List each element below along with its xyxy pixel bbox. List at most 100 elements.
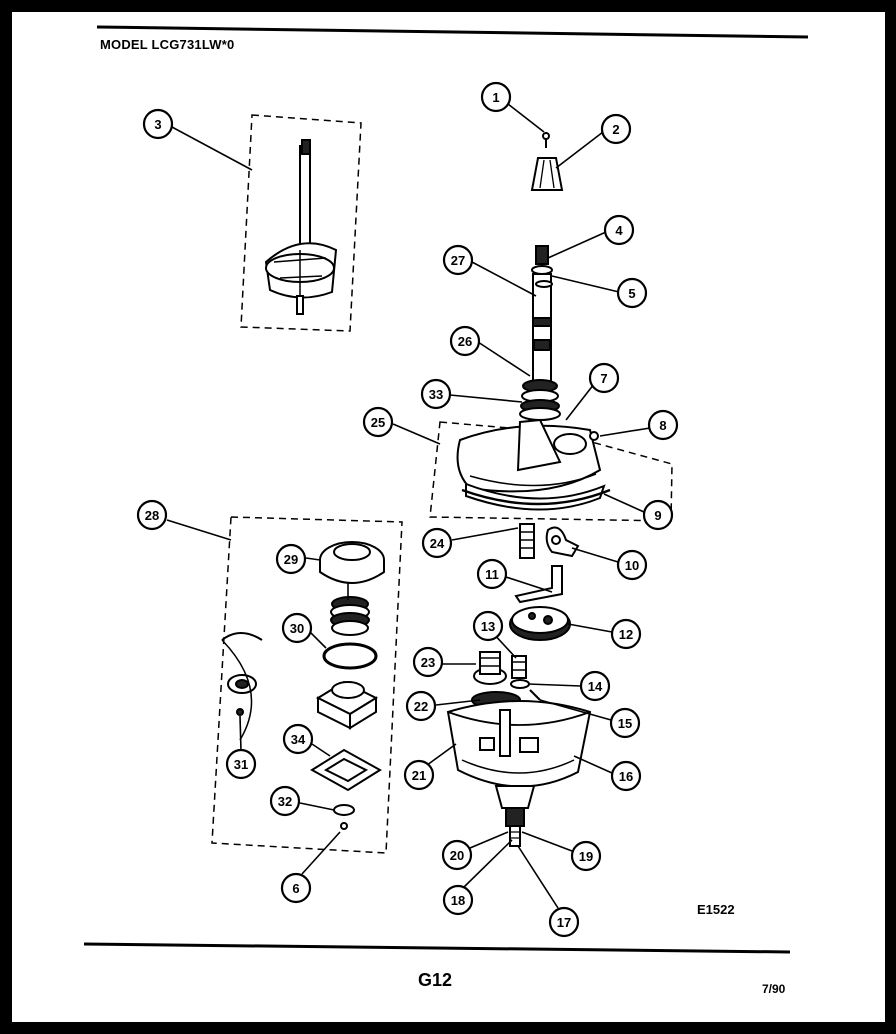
part-washer-14 [510,679,530,689]
callout-27: 27 [442,244,474,276]
callout-31: 31 [225,748,257,780]
callout-23: 23 [412,646,444,678]
callout-15: 15 [609,707,641,739]
callout-8: 8 [647,409,679,441]
callout-14-label: 14 [588,679,603,694]
part-fastener [589,431,599,441]
callout-5: 5 [616,277,648,309]
part-spring [330,596,370,636]
callout-28: 28 [136,499,168,531]
callout-9-label: 9 [654,508,661,523]
callout-6-label: 6 [292,881,299,896]
callout-16: 16 [610,760,642,792]
part-pin-15 [529,689,541,701]
group-box-3 [240,114,362,332]
callout-32-label: 32 [278,794,292,809]
part-shift-cam [545,526,580,558]
callout-29-label: 29 [284,552,298,567]
part-pinion-13 [511,655,527,679]
part-main-shaft [531,245,553,385]
callout-20-label: 20 [450,848,464,863]
part-washer-32 [333,804,355,830]
callout-3: 3 [142,108,174,140]
callout-18: 18 [442,884,474,916]
callout-25: 25 [362,406,394,438]
callout-12: 12 [610,618,642,650]
callout-25-label: 25 [371,415,385,430]
callout-18-label: 18 [451,893,465,908]
callout-26-label: 26 [458,334,472,349]
callout-22: 22 [405,690,437,722]
callout-11-label: 11 [485,567,499,582]
callout-30: 30 [281,612,313,644]
callout-11: 11 [476,558,508,590]
callout-23-label: 23 [421,655,435,670]
callout-33: 33 [420,378,452,410]
part-upper-housing [456,418,606,511]
callout-27-label: 27 [451,253,465,268]
callout-32: 32 [269,785,301,817]
part-pinion-23 [473,651,507,685]
callout-34: 34 [282,723,314,755]
callout-2-label: 2 [612,122,619,137]
callout-19: 19 [570,840,602,872]
part-bearing-block [315,680,379,730]
part-square-seal-34 [310,748,382,792]
part-lower-housing [446,700,592,788]
callout-8-label: 8 [659,418,666,433]
callout-14: 14 [579,670,611,702]
part-seal-29 [319,541,385,584]
header-rule [96,25,809,39]
part-pinion-24 [519,523,535,559]
part-drive-assembly [264,139,338,315]
part-screw [542,132,550,148]
callout-2: 2 [600,113,632,145]
callout-15-label: 15 [618,716,632,731]
part-gasket [461,488,611,506]
part-agitator-cap [530,157,564,191]
callout-7: 7 [588,362,620,394]
callout-31-label: 31 [234,757,248,772]
callout-13-label: 13 [481,619,495,634]
callout-34-label: 34 [291,732,306,747]
callout-9: 9 [642,499,674,531]
callout-10: 10 [616,549,648,581]
callout-26: 26 [449,325,481,357]
callout-16-label: 16 [619,769,633,784]
callout-3-label: 3 [154,117,161,132]
callout-28-label: 28 [145,508,159,523]
callout-21: 21 [403,759,435,791]
part-main-gear [509,606,571,641]
detail-inset [221,632,263,741]
callout-22-label: 22 [414,699,428,714]
callout-5-label: 5 [628,286,635,301]
callout-19-label: 19 [579,849,593,864]
callout-24-label: 24 [430,536,445,551]
callout-21-label: 21 [412,768,426,783]
part-lower-shaft [494,785,536,847]
part-o-ring-30 [322,642,378,670]
callout-4: 4 [603,214,635,246]
drawing-code: E1522 [697,902,735,917]
callout-30-label: 30 [290,621,304,636]
callout-6: 6 [280,872,312,904]
part-seal-stack [519,379,561,421]
callout-1: 1 [480,81,512,113]
part-shift-lever [514,565,563,604]
group-box-28 [211,516,403,854]
callout-1-label: 1 [492,90,499,105]
callout-13: 13 [472,610,504,642]
callout-7-label: 7 [600,371,607,386]
footer-rule [83,942,791,954]
callout-17-label: 17 [557,915,571,930]
page-code: G12 [418,970,453,990]
callout-4-label: 4 [615,223,623,238]
callout-10-label: 10 [625,558,639,573]
callout-12-label: 12 [619,627,633,642]
model-label: MODEL LCG731LW*0 [100,37,235,52]
revision-date: 7/90 [762,982,786,996]
callout-29: 29 [275,543,307,575]
callout-17: 17 [548,906,580,938]
